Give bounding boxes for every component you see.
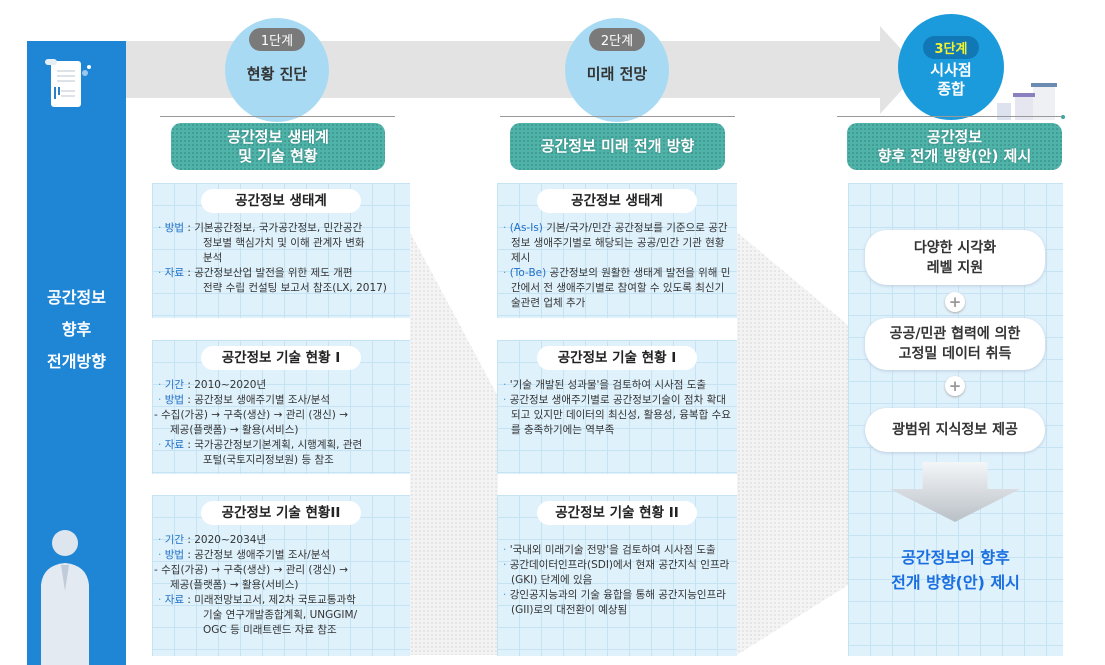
list-item-cont: 분석	[203, 252, 223, 264]
box-title: 공간정보 생태계	[201, 189, 361, 213]
document-scroll-icon	[45, 59, 91, 107]
header-line: 공간정보	[926, 128, 983, 146]
box-title: 공간정보 기술 현황 I	[537, 346, 697, 370]
list-item: · 공간데이터인프라(SDI)에서 현재 공간지식 인프라(GKI) 단계에 있…	[503, 559, 730, 586]
list-item: · '국내외 미래기술 전망'을 검토하여 시사점 도출	[503, 544, 716, 556]
businessman-icon	[41, 530, 89, 665]
tech-status-2-box: 공간정보 기술 현황II · 기간 : 2020~2034년 · 방법 : 공간…	[152, 495, 410, 656]
plus-icon: +	[945, 376, 965, 396]
box-title: 공간정보 생태계	[537, 189, 697, 213]
list-item: · 자료 : 미래전망보고서, 제2차 국토교통과학	[158, 594, 356, 606]
knowledge-info-pill: 광범위 지식정보 제공	[865, 408, 1045, 452]
list-item-cont: 전략 수립 컨설팅 보고서 참조(LX, 2017)	[203, 282, 387, 294]
list-item: · 공간정보 생애주기별로 공간정보기술이 점차 확대되고 있지만 데이터의 최…	[503, 394, 731, 436]
list-item: · 방법 : 공간정보 생애주기별 조사/분석	[158, 549, 331, 561]
ecosystem-box: 공간정보 생태계 · 방법 : 기본공간정보, 국가공간정보, 민간공간 정보별…	[152, 183, 410, 318]
sidebar-title-line3: 전개방향	[47, 352, 106, 371]
header-line: 향후 전개 방향(안) 제시	[877, 147, 1032, 165]
buildings-icon	[997, 83, 1065, 120]
list-item-cont: 제공(플랫폼) → 활용(서비스)	[170, 579, 299, 591]
box-title: 공간정보 기술 현황II	[201, 501, 361, 525]
list-item: · '기술 개발된 성과물'을 검토하여 시사점 도출	[503, 379, 707, 391]
stage-2-title: 미래 전망	[586, 65, 648, 83]
flow-funnel-1	[410, 232, 498, 655]
list-item: · 강인공지능과의 기술 융합을 통해 공간지능인프라(GII)로의 대전환이 …	[503, 589, 726, 616]
list-item-cont: 정보별 핵심가치 및 이해 관계자 변화	[203, 237, 365, 249]
divider	[500, 116, 735, 117]
list-item: · 자료 : 공간정보산업 발전을 위한 제도 개편	[158, 267, 353, 279]
sidebar-title-line1: 공간정보	[47, 288, 106, 307]
future-tech-1-box: 공간정보 기술 현황 I · '기술 개발된 성과물'을 검토하여 시사점 도출…	[497, 340, 737, 474]
plus-icon: +	[945, 292, 965, 312]
list-item: · 기간 : 2010~2020년	[158, 379, 267, 391]
future-tech-2-box: 공간정보 기술 현황 II · '국내외 미래기술 전망'을 검토하여 시사점 …	[497, 495, 737, 656]
header-line: 공간정보 생태계	[227, 128, 329, 146]
list-item-cont: OGC 등 미래트렌드 자료 참조	[203, 624, 337, 636]
list-item: · 자료 : 국가공간정보기본계획, 시행계획, 관련	[158, 439, 363, 451]
stage-2-circle: 2단계 미래 전망	[565, 18, 669, 122]
list-item: · (To-Be) 공간정보의 원활한 생태계 발전을 위해 민간에서 전 생애…	[503, 267, 731, 309]
stage-3-badge: 3단계	[922, 36, 980, 59]
stage-3-title-line2: 종합	[937, 80, 965, 98]
sidebar: 공간정보 향후 전개방향	[27, 41, 126, 665]
list-item: · 방법 : 기본공간정보, 국가공간정보, 민간공간	[158, 222, 363, 234]
stage-2-header: 공간정보 미래 전개 방향	[510, 123, 725, 170]
divider	[837, 116, 1062, 117]
box-title: 공간정보 기술 현황 I	[201, 346, 361, 370]
stage-1-title: 현황 진단	[246, 65, 308, 83]
stage-1-circle: 1단계 현황 진단	[225, 18, 329, 122]
tech-status-1-box: 공간정보 기술 현황 I · 기간 : 2010~2020년 · 방법 : 공간…	[152, 340, 410, 474]
stage-2-badge: 2단계	[588, 28, 646, 51]
header-line: 및 기술 현황	[238, 147, 318, 165]
box-title: 공간정보 기술 현황 II	[537, 501, 697, 525]
header-line: 공간정보 미래 전개 방향	[540, 137, 695, 155]
list-item: · 기간 : 2020~2034년	[158, 534, 267, 546]
stage-3-circle: 3단계 시사점 종합	[898, 14, 1004, 120]
stage-1-badge: 1단계	[248, 28, 306, 51]
list-item: · (As-Is) 기본/국가/민간 공간정보를 기준으로 공간정보 생애주기별…	[503, 222, 728, 264]
list-item-cont: 포털(국토지리정보원) 등 참조	[203, 454, 334, 466]
future-ecosystem-box: 공간정보 생태계 · (As-Is) 기본/국가/민간 공간정보를 기준으로 공…	[497, 183, 737, 318]
list-item: - 수집(가공) → 구축(생산) → 관리 (갱신) →	[154, 564, 349, 576]
flow-funnel-2	[737, 232, 849, 655]
list-item-cont: 제공(플랫폼) → 활용(서비스)	[170, 424, 299, 436]
stage-3-title-line1: 시사점	[930, 61, 972, 79]
list-item: - 수집(가공) → 구축(생산) → 관리 (갱신) →	[154, 409, 349, 421]
list-item: · 방법 : 공간정보 생애주기별 조사/분석	[158, 394, 331, 406]
divider	[160, 116, 395, 117]
list-item-cont: 기술 연구개발종합계획, UNGGIM/	[203, 609, 358, 621]
sidebar-title-line2: 향후	[61, 320, 92, 339]
